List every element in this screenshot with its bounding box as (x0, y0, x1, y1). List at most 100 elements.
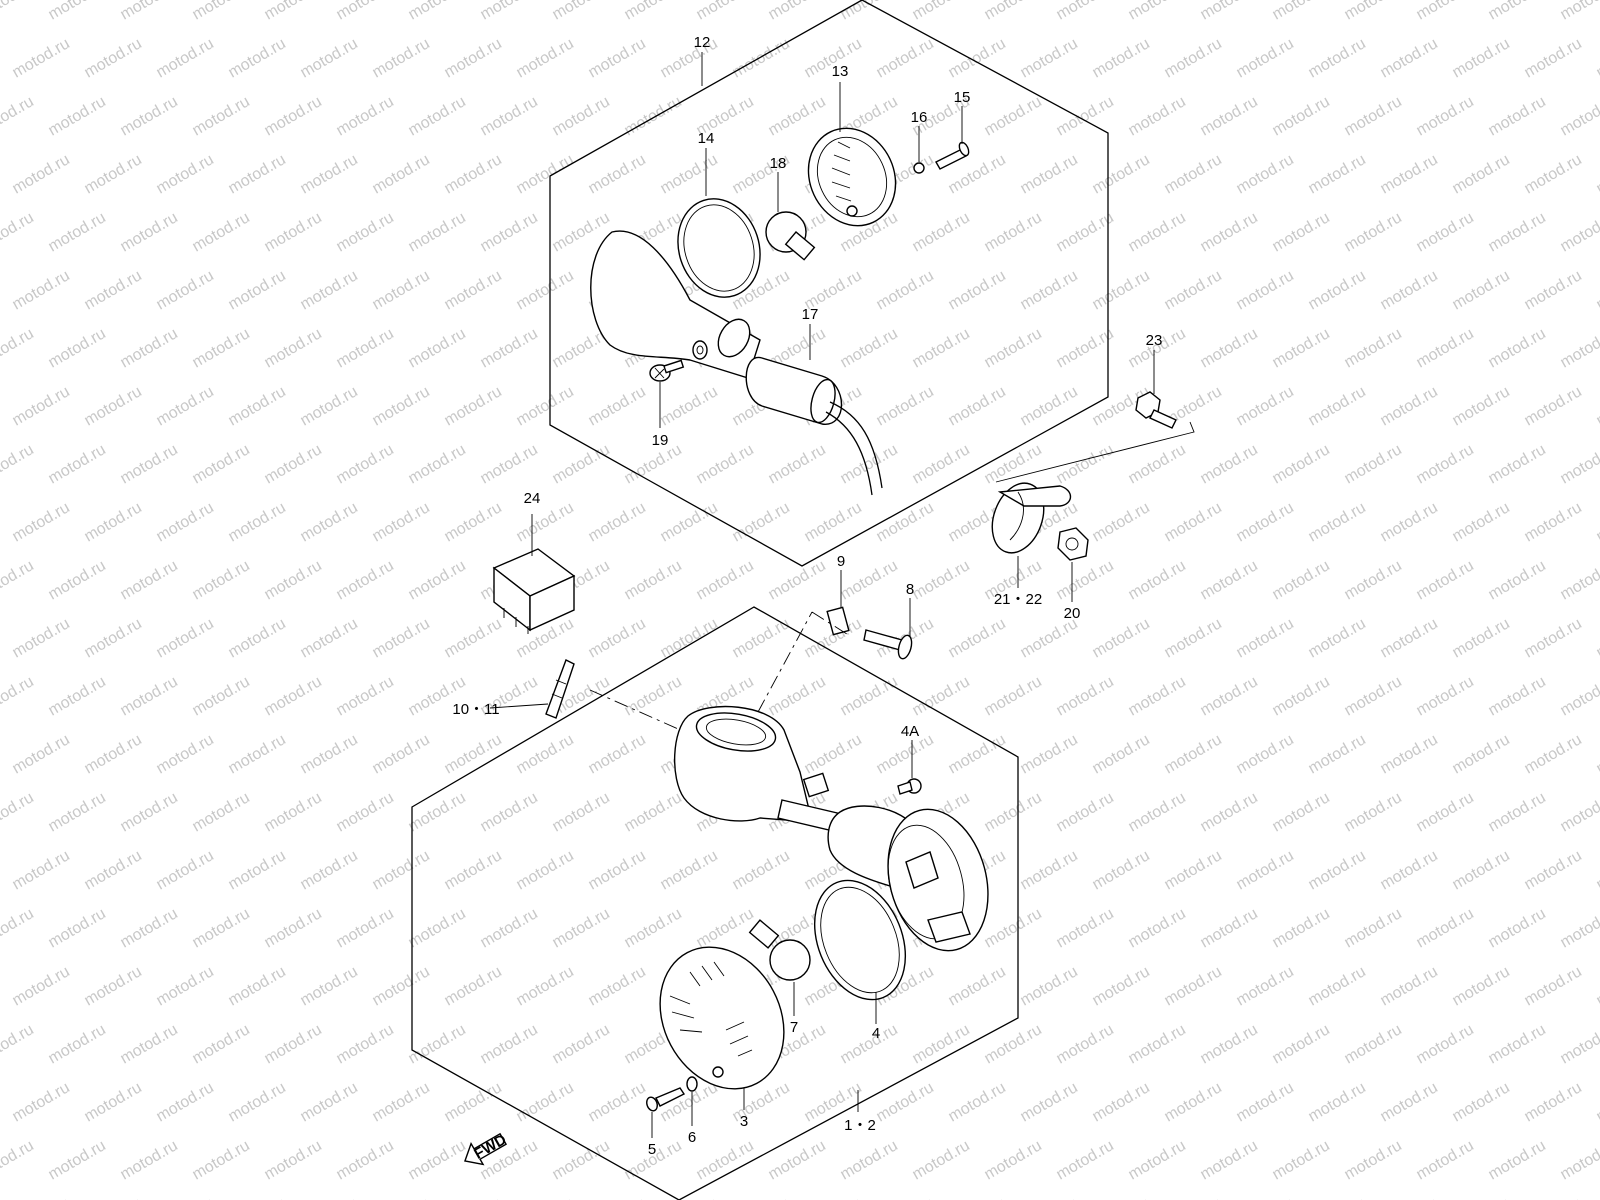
watermark-text: motod.ru (334, 93, 397, 139)
watermark-text: motod.ru (1594, 615, 1600, 661)
lower-assembly-frame (411, 606, 1019, 1200)
watermark-text: motod.ru (730, 1195, 793, 1200)
watermark-text: motod.ru (1450, 615, 1513, 661)
watermark-text: motod.ru (1378, 615, 1441, 661)
watermark-text: motod.ru (1450, 499, 1513, 545)
watermark-text: motod.ru (262, 0, 325, 23)
watermark-text: motod.ru (1018, 1195, 1081, 1200)
watermark-text: motod.ru (370, 1079, 433, 1125)
watermark-text: motod.ru (550, 93, 613, 139)
watermark-text: motod.ru (1270, 557, 1333, 603)
watermark-text: motod.ru (190, 441, 253, 487)
label-20: 20 (1064, 605, 1081, 622)
watermark-text: motod.ru (154, 499, 217, 545)
watermark-text: motod.ru (1270, 1137, 1333, 1183)
gasket-14 (677, 198, 761, 298)
watermark-text: motod.ru (46, 93, 109, 139)
watermark-text: motod.ru (46, 209, 109, 255)
watermark-text: motod.ru (1162, 35, 1225, 81)
watermark-text: motod.ru (1270, 441, 1333, 487)
watermark-text: motod.ru (1090, 963, 1153, 1009)
watermark-text: motod.ru (1414, 557, 1477, 603)
bulb-18 (765, 211, 816, 261)
watermark-text: motod.ru (1342, 1137, 1405, 1183)
screw-19 (649, 359, 685, 382)
watermark-text: motod.ru (1378, 1195, 1441, 1200)
watermark-text: motod.ru (1486, 557, 1549, 603)
watermark-text: motod.ru (910, 441, 973, 487)
watermark-text: motod.ru (766, 441, 829, 487)
watermark-text: motod.ru (46, 441, 109, 487)
watermark-text: motod.ru (0, 209, 37, 255)
watermark-text: motod.ru (190, 325, 253, 371)
watermark-text: motod.ru (766, 557, 829, 603)
watermark-text: motod.ru (766, 0, 829, 23)
watermark-text: motod.ru (1594, 151, 1600, 197)
label-13: 13 (832, 63, 849, 80)
watermark-text: motod.ru (550, 905, 613, 951)
watermark-text: motod.ru (1306, 1195, 1369, 1200)
label-9: 9 (837, 553, 845, 570)
watermark-text: motod.ru (118, 557, 181, 603)
watermark-text: motod.ru (1558, 673, 1600, 719)
watermark-text: motod.ru (1342, 1021, 1405, 1067)
label-14: 14 (698, 130, 715, 147)
watermark-text: motod.ru (622, 0, 685, 23)
watermark-text: motod.ru (1306, 499, 1369, 545)
watermark-text: motod.ru (1054, 441, 1117, 487)
watermark-text: motod.ru (0, 325, 37, 371)
watermark-text: motod.ru (190, 93, 253, 139)
watermark-text: motod.ru (1054, 1137, 1117, 1183)
watermark-text: motod.ru (370, 731, 433, 777)
watermark-text: motod.ru (946, 963, 1009, 1009)
watermark-text: motod.ru (0, 93, 37, 139)
watermark-text: motod.ru (478, 441, 541, 487)
watermark-text: motod.ru (334, 905, 397, 951)
watermark-text: motod.ru (1054, 1021, 1117, 1067)
watermark-text: motod.ru (946, 267, 1009, 313)
watermark-text: motod.ru (82, 267, 145, 313)
label-18: 18 (770, 155, 787, 172)
watermark-text: motod.ru (1414, 673, 1477, 719)
watermark-text: motod.ru (1270, 209, 1333, 255)
watermark-text: motod.ru (82, 499, 145, 545)
watermark-text: motod.ru (1198, 905, 1261, 951)
watermark-text: motod.ru (1126, 93, 1189, 139)
watermark-text: motod.ru (442, 1195, 505, 1200)
watermark-text: motod.ru (1486, 1021, 1549, 1067)
watermark-text: motod.ru (1378, 731, 1441, 777)
watermark-text: motod.ru (478, 325, 541, 371)
watermark-text: motod.ru (1306, 35, 1369, 81)
watermark-text: motod.ru (118, 325, 181, 371)
watermark-text: motod.ru (442, 615, 505, 661)
watermark-text: motod.ru (226, 963, 289, 1009)
watermark-text: motod.ru (0, 1021, 37, 1067)
watermark-text: motod.ru (1054, 673, 1117, 719)
housing-upper (590, 230, 761, 379)
watermark-text: motod.ru (1558, 1021, 1600, 1067)
watermark-text: motod.ru (190, 1021, 253, 1067)
watermark-text: motod.ru (1450, 963, 1513, 1009)
label-1-2: 1・2 (844, 1117, 876, 1134)
watermark-text: motod.ru (190, 1137, 253, 1183)
label-10-11: 10・11 (452, 701, 499, 718)
watermark-text: motod.ru (10, 1079, 73, 1125)
watermark-text: motod.ru (1414, 789, 1477, 835)
watermark-text: motod.ru (1558, 209, 1600, 255)
watermark-text: motod.ru (442, 963, 505, 1009)
stem-17 (745, 356, 883, 496)
watermark-text: motod.ru (1126, 557, 1189, 603)
watermark-text: motod.ru (514, 1079, 577, 1125)
watermark-text: motod.ru (298, 267, 361, 313)
watermark-text: motod.ru (1090, 847, 1153, 893)
gasket-4 (813, 879, 907, 1001)
watermark-text: motod.ru (118, 905, 181, 951)
watermark-text: motod.ru (262, 557, 325, 603)
watermark-text: motod.ru (1162, 731, 1225, 777)
watermark-text: motod.ru (1342, 905, 1405, 951)
watermark-text: motod.ru (226, 35, 289, 81)
watermark-text: motod.ru (406, 905, 469, 951)
watermark-text: motod.ru (442, 383, 505, 429)
watermark-text: motod.ru (514, 151, 577, 197)
watermark-text: motod.ru (0, 673, 37, 719)
